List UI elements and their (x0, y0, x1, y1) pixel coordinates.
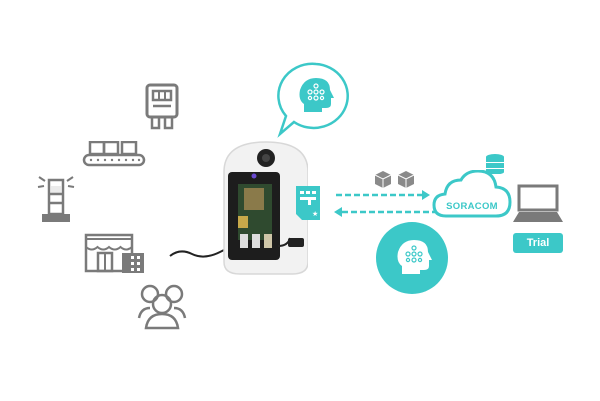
data-cubes-icon (374, 170, 416, 188)
download-arrow (334, 207, 444, 217)
cloud-icon (432, 170, 514, 220)
conveyor-belt-icon (82, 141, 146, 167)
sim-card-icon: ★ (296, 186, 320, 220)
database-icon (486, 154, 504, 174)
upload-arrow (336, 190, 432, 200)
retail-store-icon (84, 233, 148, 275)
edge-ai-bubble (272, 60, 356, 138)
smart-meter-icon (144, 82, 180, 132)
people-group-icon (136, 282, 188, 330)
laptop-icon (513, 184, 563, 224)
signal-tower-icon (36, 175, 76, 225)
cloud-ai-circle (376, 222, 448, 294)
svg-text:★: ★ (312, 210, 318, 218)
trial-button[interactable]: Trial (513, 233, 563, 253)
soracom-label: SORACOM (446, 201, 498, 212)
camera-device-icon (218, 138, 308, 278)
ai-head-icon (397, 240, 432, 274)
ai-head-icon (299, 78, 334, 112)
